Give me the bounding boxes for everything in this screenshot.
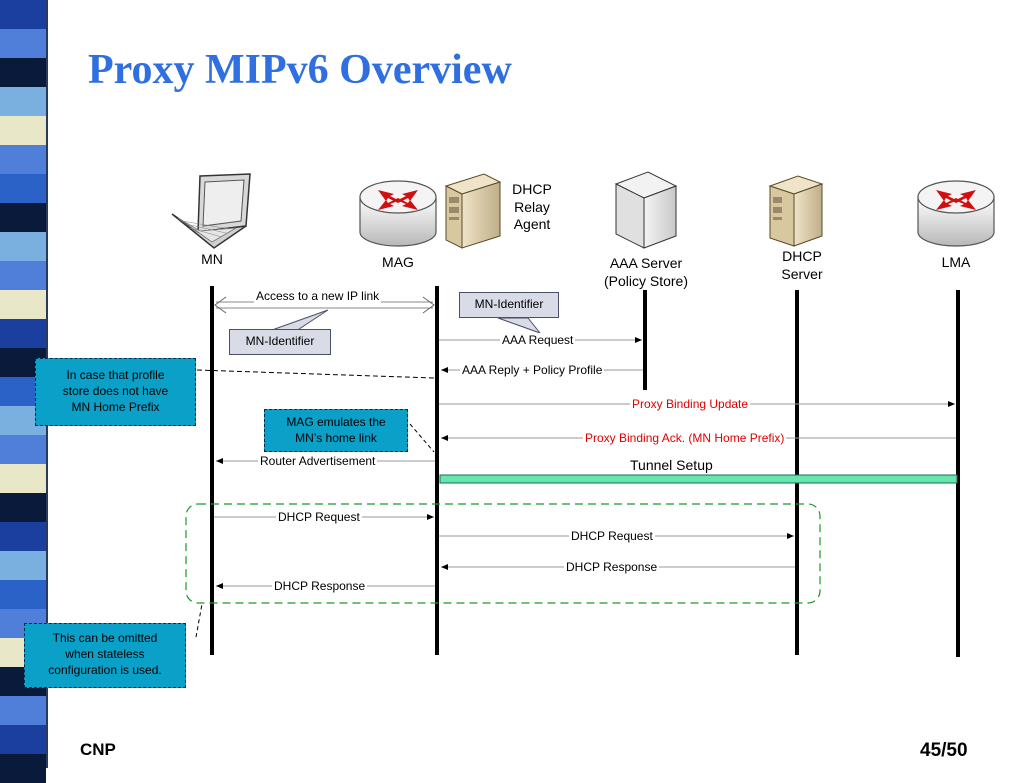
msg-dhcp-request-1: DHCP Request xyxy=(276,510,362,524)
tunnel-bar xyxy=(439,474,958,484)
msg-pbu: Proxy Binding Update xyxy=(630,397,751,411)
strip-square xyxy=(0,725,46,754)
note-profile-store: In case that profile store does not have… xyxy=(35,358,196,426)
note-connector-stateless xyxy=(195,603,203,638)
label-aaa-server: AAA Server (Policy Store) xyxy=(603,255,689,289)
strip-square xyxy=(0,290,46,319)
label-lma: LMA xyxy=(941,254,971,270)
msg-dhcp-response-1: DHCP Response xyxy=(272,579,368,593)
router-icon xyxy=(359,180,437,247)
msg-access: Access to a new IP link xyxy=(254,289,382,303)
strip-square xyxy=(0,232,46,261)
strip-square xyxy=(0,29,46,58)
strip-square xyxy=(0,0,46,29)
callout-mn-identifier-mag: MN-Identifier xyxy=(229,329,331,355)
msg-aaa-request: AAA Request xyxy=(500,333,576,347)
label-dhcp-server: DHCP Server xyxy=(781,248,823,282)
footer-cnp: CNP xyxy=(80,740,116,759)
strip-square xyxy=(0,261,46,290)
strip-square xyxy=(0,493,46,522)
note-mag-emulates: MAG emulates the MN’s home link xyxy=(264,409,408,452)
server-tower-icon xyxy=(444,173,502,249)
strip-square xyxy=(0,435,46,464)
strip-square xyxy=(0,696,46,725)
note-connector-profile xyxy=(196,369,435,379)
label-dhcp-relay: DHCP Relay Agent xyxy=(512,181,552,232)
msg-pba: Proxy Binding Ack. (MN Home Prefix) xyxy=(583,431,787,445)
laptop-icon xyxy=(171,173,251,249)
strip-square xyxy=(0,87,46,116)
msg-router-adv: Router Advertisement xyxy=(258,454,378,468)
strip-square xyxy=(0,174,46,203)
callout-mn-identifier-aaa: MN-Identifier xyxy=(459,292,559,318)
strip-square xyxy=(0,116,46,145)
strip-square xyxy=(0,58,46,87)
msg-aaa-reply: AAA Reply + Policy Profile xyxy=(460,363,605,377)
strip-square xyxy=(0,319,46,348)
msg-dhcp-request-2: DHCP Request xyxy=(569,529,655,543)
strip-square xyxy=(0,464,46,493)
callout-pointer-mag xyxy=(271,309,329,332)
strip-square xyxy=(0,145,46,174)
strip-square xyxy=(0,203,46,232)
strip-square xyxy=(0,522,46,551)
router-icon xyxy=(917,180,995,247)
server-box-icon xyxy=(614,171,678,249)
msg-dhcp-response-2: DHCP Response xyxy=(564,560,660,574)
server-tower-icon xyxy=(768,175,824,247)
msg-tunnel-setup: Tunnel Setup xyxy=(630,457,713,473)
strip-square xyxy=(0,580,46,609)
label-mag: MAG xyxy=(382,254,414,270)
note-connector-mag xyxy=(409,423,435,453)
slide-title: Proxy MIPv6 Overview xyxy=(88,47,512,93)
strip-square xyxy=(0,551,46,580)
callout-pointer-aaa xyxy=(497,317,542,335)
dhcp-exchange-group xyxy=(185,503,821,604)
page-number: 45/50 xyxy=(920,740,968,761)
note-stateless: This can be omitted when stateless confi… xyxy=(24,623,186,688)
label-mn: MN xyxy=(201,251,223,267)
